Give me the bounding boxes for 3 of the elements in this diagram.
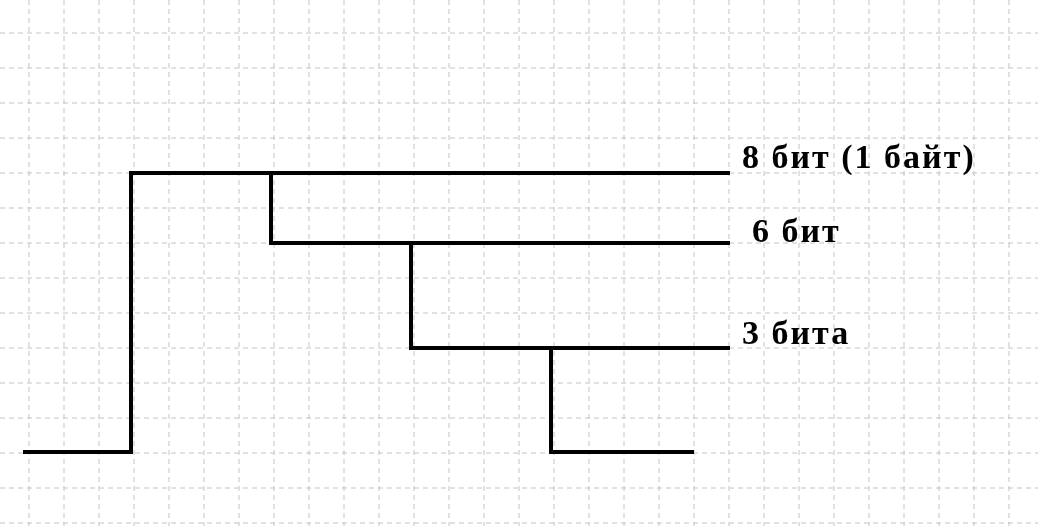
bit-count-label: 8 бит (1 байт) xyxy=(742,137,976,177)
bit-count-label: 6 бит xyxy=(752,211,841,251)
bit-count-label: 3 бита xyxy=(742,313,851,353)
